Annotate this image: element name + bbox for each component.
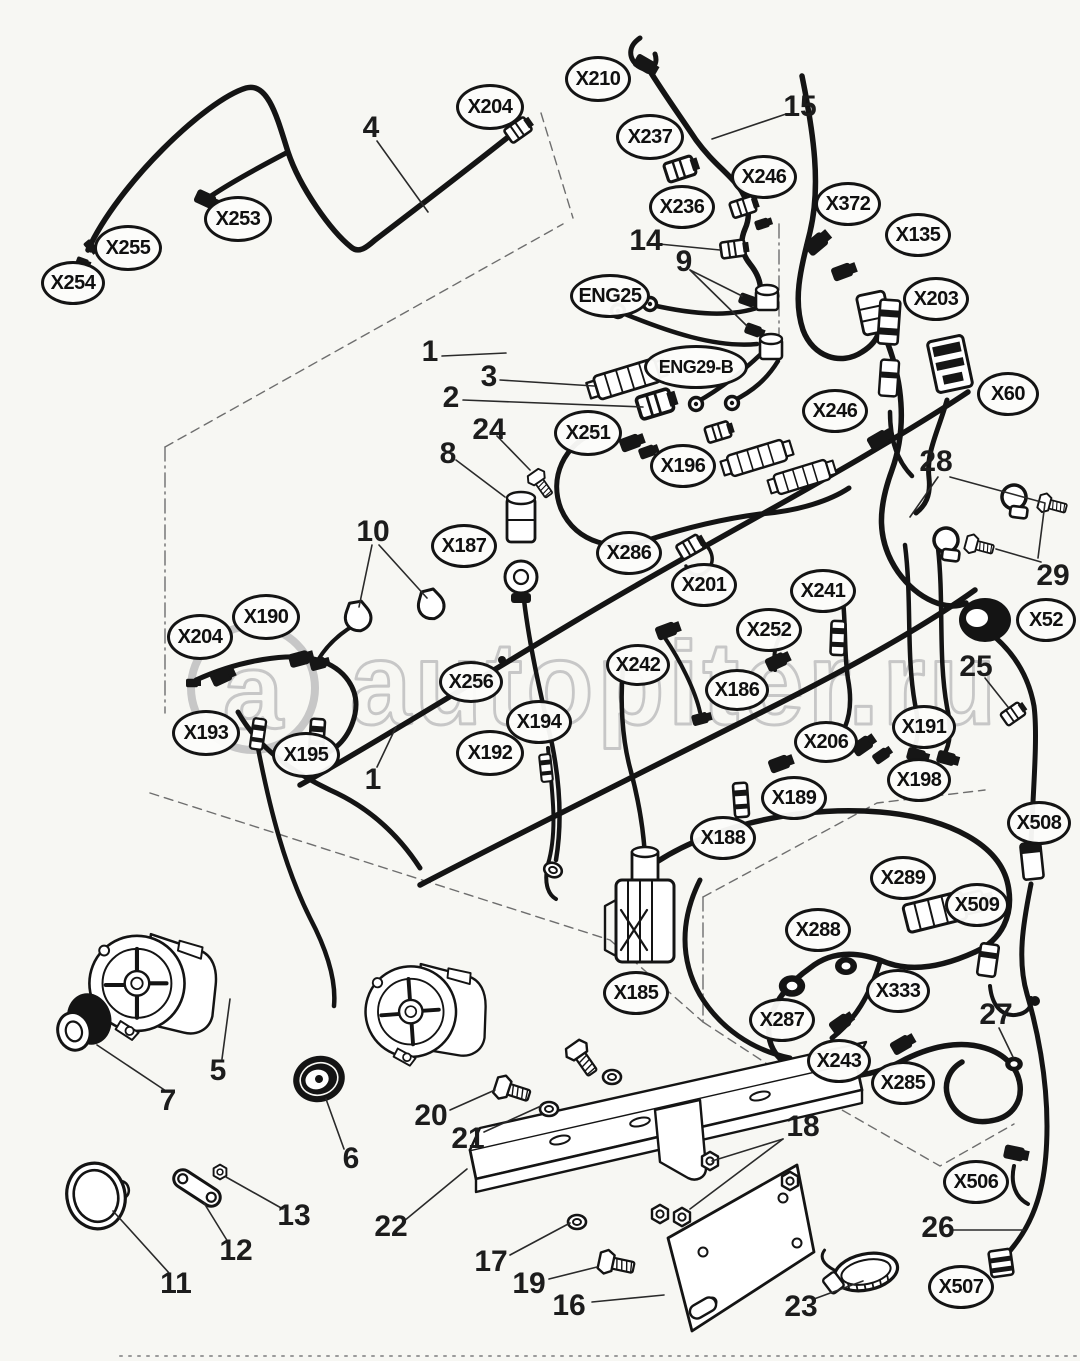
pulley-6 [293, 1055, 345, 1103]
bracket-22 [468, 1040, 868, 1194]
alternator-2 [360, 957, 492, 1071]
battery-cable-terminals [609, 283, 784, 413]
sensor-x185 [603, 845, 676, 964]
boot-connector-x52 [959, 598, 1011, 642]
plate-16 [666, 1163, 816, 1333]
switch-x60 [926, 334, 974, 394]
clamp-group-28 [929, 480, 1070, 569]
pulley-7 [56, 993, 112, 1052]
ring-11 [65, 1161, 131, 1231]
leader-lines [96, 113, 1046, 1303]
hose-clamp-23 [820, 1248, 900, 1295]
relay-blocks [583, 354, 839, 498]
fuse-holder [505, 490, 537, 544]
link-12 [172, 1168, 222, 1208]
round-connector-x187 [503, 559, 539, 603]
module-x289 [901, 889, 995, 934]
components [56, 52, 1070, 1333]
